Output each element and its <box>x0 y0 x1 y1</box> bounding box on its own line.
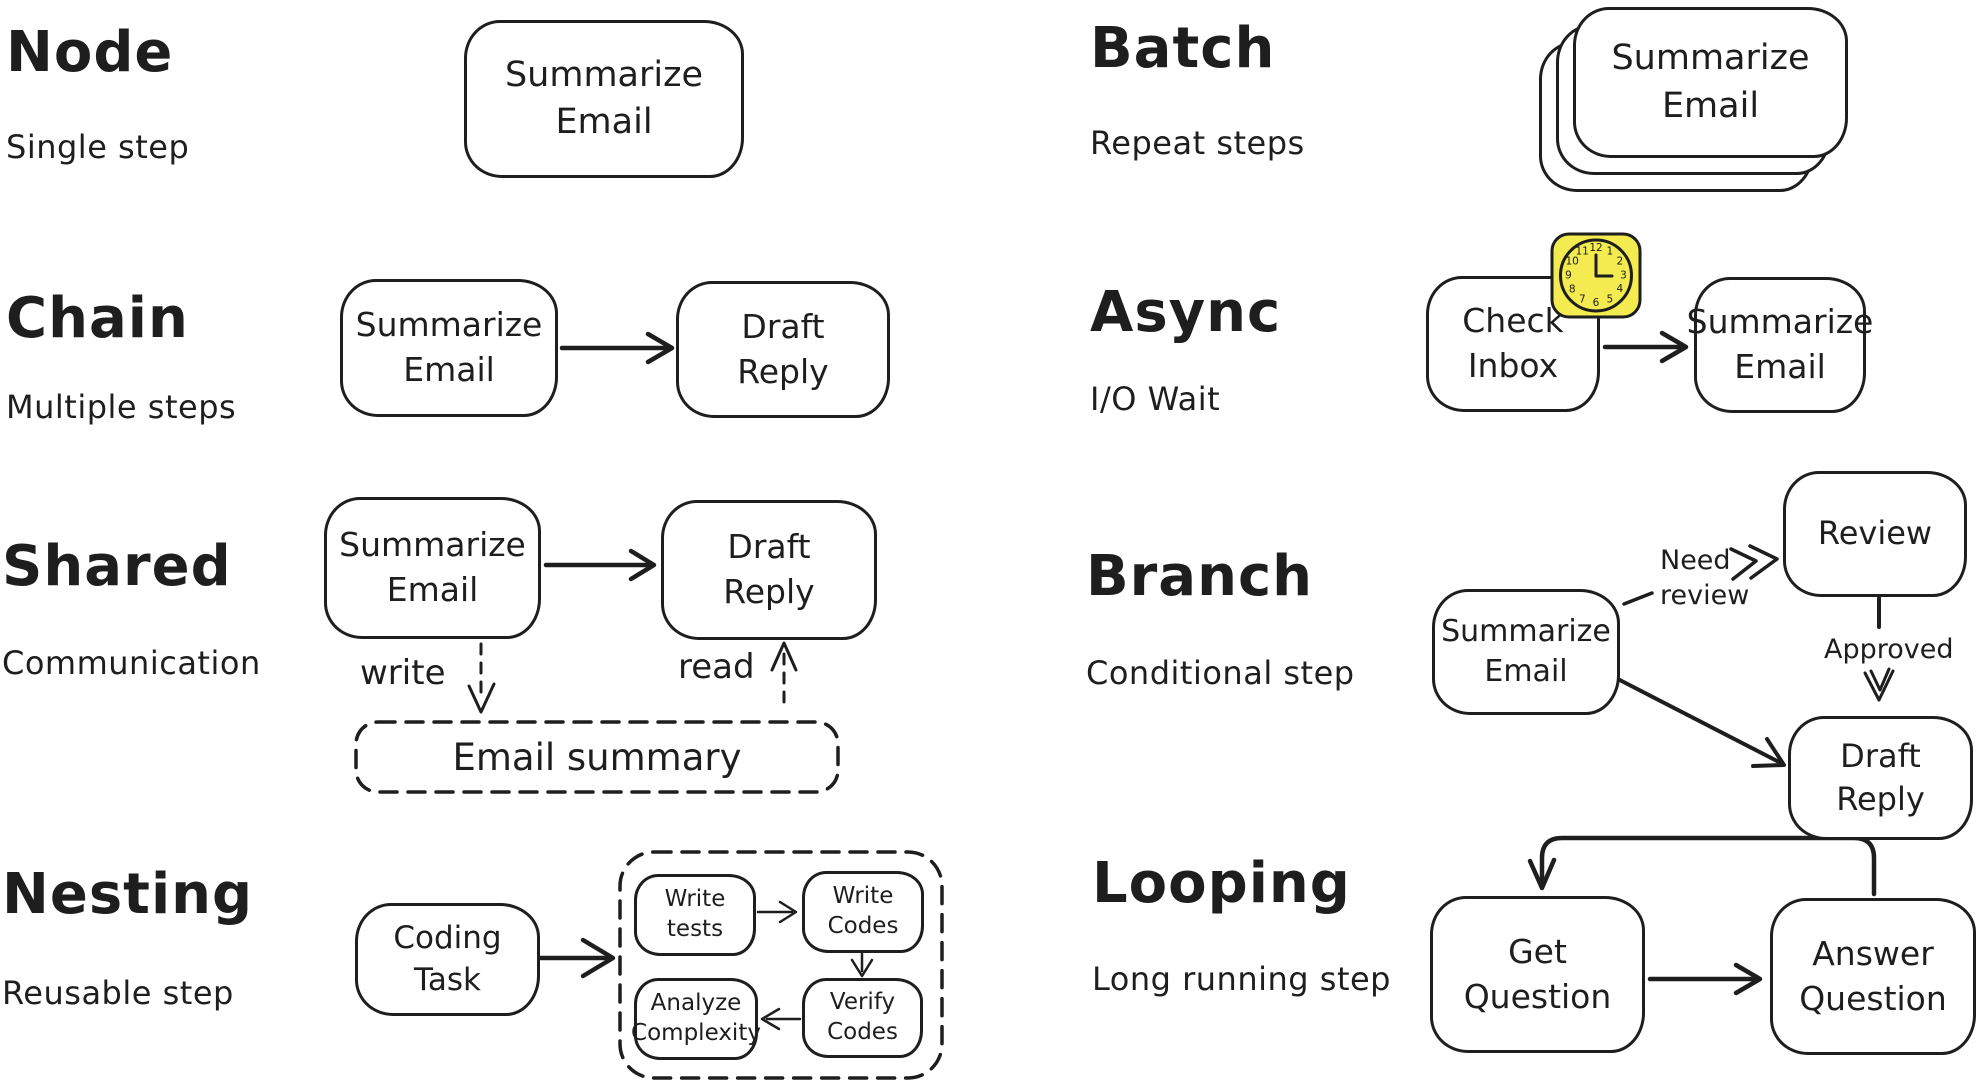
branch-box-draft-reply: Draft Reply <box>1788 716 1973 840</box>
svg-text:6: 6 <box>1593 297 1600 309</box>
looping-box-answer-question: Answer Question <box>1770 898 1976 1055</box>
chain-box-summarize-email: Summarize Email <box>340 279 558 417</box>
nesting-subtitle: Reusable step <box>2 974 234 1012</box>
shared-main-arrow <box>543 548 657 582</box>
svg-text:1: 1 <box>1606 246 1613 258</box>
nesting-inner-arrow-codes-verify <box>850 952 874 978</box>
branch-box-review: Review <box>1783 471 1967 597</box>
branch-need-review-arrow <box>1622 544 1779 606</box>
nesting-box-write-codes: Write Codes <box>802 871 924 953</box>
nesting-box-verify-codes: Verify Codes <box>802 978 923 1058</box>
shared-box-summarize-email: Summarize Email <box>324 497 541 639</box>
chain-arrow <box>559 331 675 365</box>
node-title: Node <box>6 20 174 85</box>
async-box-summarize-email: Summarize Email <box>1687 277 1873 413</box>
branch-need-review-label: Need review <box>1660 545 1750 612</box>
nesting-box-write-tests: Write tests <box>634 874 756 956</box>
chain-box-draft-reply: Draft Reply <box>676 281 890 418</box>
branch-approved-label: Approved <box>1824 634 1954 665</box>
branch-subtitle: Conditional step <box>1086 654 1355 692</box>
nesting-main-arrow <box>538 937 616 979</box>
svg-text:3: 3 <box>1620 270 1627 282</box>
looping-box-get-question: Get Question <box>1430 896 1645 1053</box>
branch-title: Branch <box>1086 544 1314 609</box>
shared-store-label: Email summary <box>452 735 742 779</box>
nesting-title: Nesting <box>2 862 254 927</box>
shared-read-label: read <box>678 647 755 687</box>
looping-forward-arrow <box>1647 962 1763 996</box>
batch-title: Batch <box>1090 16 1276 81</box>
shared-title: Shared <box>2 534 232 599</box>
node-box-summarize-email: Summarize Email <box>464 20 744 178</box>
node-subtitle: Single step <box>6 128 190 166</box>
svg-text:5: 5 <box>1606 293 1613 305</box>
nesting-container <box>618 850 944 1080</box>
shared-write-label: write <box>360 653 446 693</box>
svg-text:12: 12 <box>1589 242 1602 254</box>
batch-box-summarize-email: Summarize Email <box>1573 7 1848 158</box>
branch-box-summarize-email: Summarize Email <box>1432 589 1620 715</box>
async-arrow <box>1602 330 1689 364</box>
async-box-check-inbox: Check Inbox <box>1426 276 1600 412</box>
branch-approved-arrow <box>1863 596 1895 702</box>
chain-title: Chain <box>6 286 189 351</box>
shared-read-arrow <box>770 641 798 712</box>
nesting-inner-arrow-verify-analyze <box>760 1007 802 1031</box>
looping-subtitle: Long running step <box>1092 960 1391 998</box>
async-subtitle: I/O Wait <box>1090 380 1221 418</box>
looping-title: Looping <box>1092 851 1351 916</box>
nesting-inner-arrow-tests-codes <box>756 900 798 924</box>
svg-text:10: 10 <box>1566 256 1579 268</box>
nesting-box-analyze-complexity: Analyze Complexity <box>631 978 761 1060</box>
svg-text:8: 8 <box>1569 283 1576 295</box>
shared-subtitle: Communication <box>2 644 261 682</box>
nesting-box-coding-task: Coding Task <box>355 903 540 1016</box>
shared-store-box <box>354 720 840 794</box>
chain-subtitle: Multiple steps <box>6 388 237 426</box>
looping-loopback-arrow <box>1527 835 1877 897</box>
shared-write-arrow <box>467 642 496 714</box>
svg-text:7: 7 <box>1579 293 1586 305</box>
svg-text:9: 9 <box>1565 270 1572 282</box>
branch-direct-arrow <box>1610 674 1786 768</box>
shared-box-draft-reply: Draft Reply <box>661 500 877 640</box>
batch-subtitle: Repeat steps <box>1090 124 1305 162</box>
svg-text:4: 4 <box>1616 283 1623 295</box>
async-title: Async <box>1090 280 1282 345</box>
svg-text:11: 11 <box>1576 246 1589 258</box>
svg-text:2: 2 <box>1616 256 1623 268</box>
